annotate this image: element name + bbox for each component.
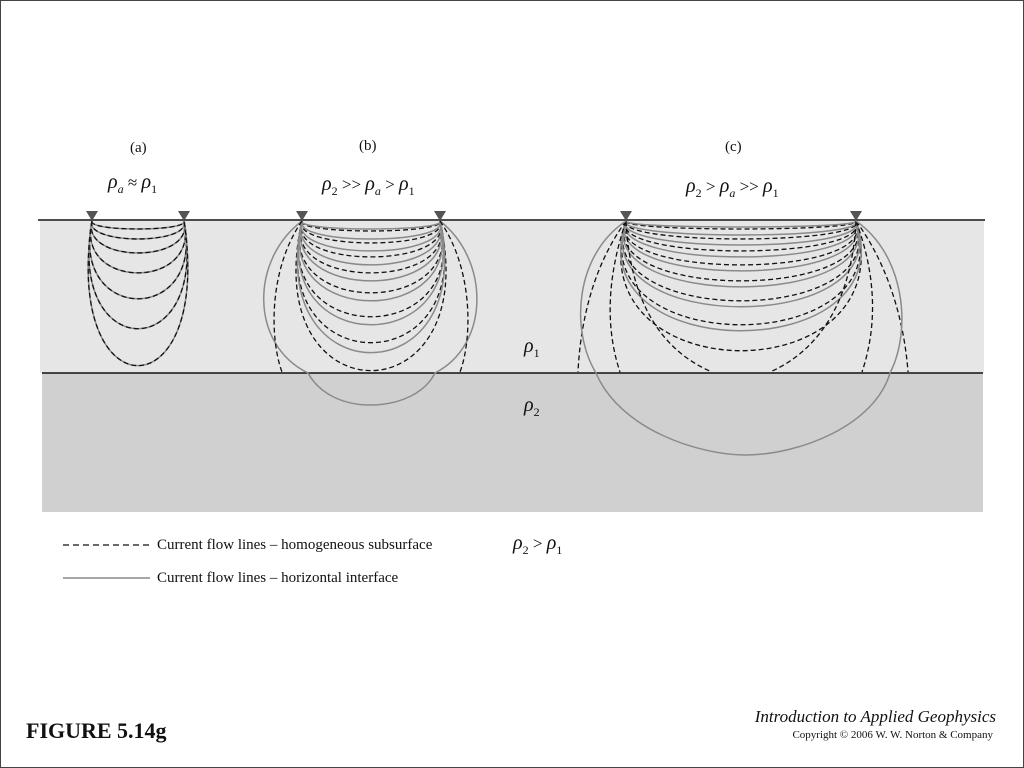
dashed-flow-line bbox=[91, 220, 185, 230]
panel-a-relation: ρa ≈ ρ1 bbox=[107, 171, 157, 196]
dashed-flow-line bbox=[301, 220, 441, 244]
solid-flow-line bbox=[624, 220, 858, 246]
dashed-flow-line bbox=[297, 220, 445, 318]
legend-condition: ρ2 > ρ1 bbox=[512, 532, 562, 557]
solid-flow-line bbox=[622, 220, 860, 288]
solid-flow-line bbox=[299, 220, 443, 282]
legend-dashed-label: Current flow lines – homogeneous subsurf… bbox=[157, 537, 433, 553]
lower-layer-label: ρ2 bbox=[523, 394, 540, 419]
solid-flow-line bbox=[625, 220, 857, 228]
copyright-notice: Copyright © 2006 W. W. Norton & Company bbox=[792, 729, 993, 741]
dashed-flow-line bbox=[577, 220, 627, 373]
panel-b-label: (b) bbox=[359, 138, 377, 154]
electrode-marker bbox=[620, 211, 632, 221]
figure-label: FIGURE 5.14g bbox=[26, 718, 167, 743]
solid-flow-line bbox=[263, 220, 478, 406]
dashed-flow-line bbox=[295, 220, 447, 372]
dashed-flow-line bbox=[89, 220, 187, 274]
solid-flow-line bbox=[298, 220, 444, 302]
panel-b-flow-lines bbox=[263, 220, 478, 406]
panel-c-label: (c) bbox=[725, 139, 742, 155]
dashed-flow-line bbox=[620, 220, 862, 352]
dashed-flow-line bbox=[91, 220, 185, 240]
dashed-flow-line bbox=[296, 220, 446, 344]
panel-c-flow-lines bbox=[577, 220, 909, 456]
panel-c-relation: ρ2 > ρa >> ρ1 bbox=[685, 175, 779, 200]
dashed-flow-line bbox=[300, 220, 442, 258]
electrode-marker bbox=[296, 211, 308, 221]
dashed-flow-line bbox=[89, 220, 187, 300]
dashed-flow-line bbox=[298, 220, 444, 294]
dashed-flow-line bbox=[609, 220, 627, 373]
solid-flow-line bbox=[299, 220, 443, 266]
electrode-marker bbox=[434, 211, 446, 221]
panel-a-flow-lines bbox=[87, 220, 189, 367]
dashed-flow-line bbox=[623, 220, 859, 266]
panel-b-relation: ρ2 >> ρa > ρ1 bbox=[321, 173, 415, 198]
solid-flow-line bbox=[300, 220, 442, 252]
legend-solid-label: Current flow lines – horizontal interfac… bbox=[157, 570, 399, 586]
dashed-flow-line bbox=[620, 220, 862, 326]
upper-layer bbox=[40, 221, 984, 373]
electrode-marker bbox=[178, 211, 190, 221]
dashed-flow-line bbox=[855, 220, 909, 373]
solid-flow-line bbox=[296, 220, 446, 354]
dashed-flow-line bbox=[87, 220, 189, 367]
book-title: Introduction to Applied Geophysics bbox=[754, 707, 996, 726]
solid-flow-line bbox=[624, 220, 858, 258]
panel-a-label: (a) bbox=[130, 140, 147, 156]
dashed-flow-line bbox=[273, 220, 303, 373]
solid-flow-line bbox=[625, 220, 857, 236]
dashed-flow-line bbox=[855, 220, 874, 373]
upper-layer-label: ρ1 bbox=[523, 335, 540, 360]
dashed-flow-line bbox=[90, 220, 186, 254]
dashed-flow-line bbox=[439, 220, 469, 373]
solid-flow-line bbox=[301, 220, 441, 230]
dashed-flow-line bbox=[625, 220, 857, 230]
dashed-flow-line bbox=[622, 220, 860, 302]
dashed-flow-line bbox=[625, 220, 857, 240]
solid-flow-line bbox=[301, 220, 441, 240]
dashed-flow-line bbox=[299, 220, 443, 274]
dashed-flow-line bbox=[624, 220, 858, 252]
electrode-marker bbox=[850, 211, 862, 221]
solid-flow-line bbox=[579, 220, 903, 456]
dashed-flow-line bbox=[769, 220, 857, 373]
solid-flow-line bbox=[297, 220, 445, 326]
electrode-marker bbox=[86, 211, 98, 221]
dashed-flow-line bbox=[88, 220, 188, 330]
solid-flow-line bbox=[623, 220, 859, 272]
solid-flow-line bbox=[620, 220, 862, 332]
dashed-flow-line bbox=[625, 220, 713, 373]
electrodes bbox=[86, 211, 862, 221]
solid-flow-line bbox=[621, 220, 861, 308]
lower-layer bbox=[42, 373, 983, 512]
